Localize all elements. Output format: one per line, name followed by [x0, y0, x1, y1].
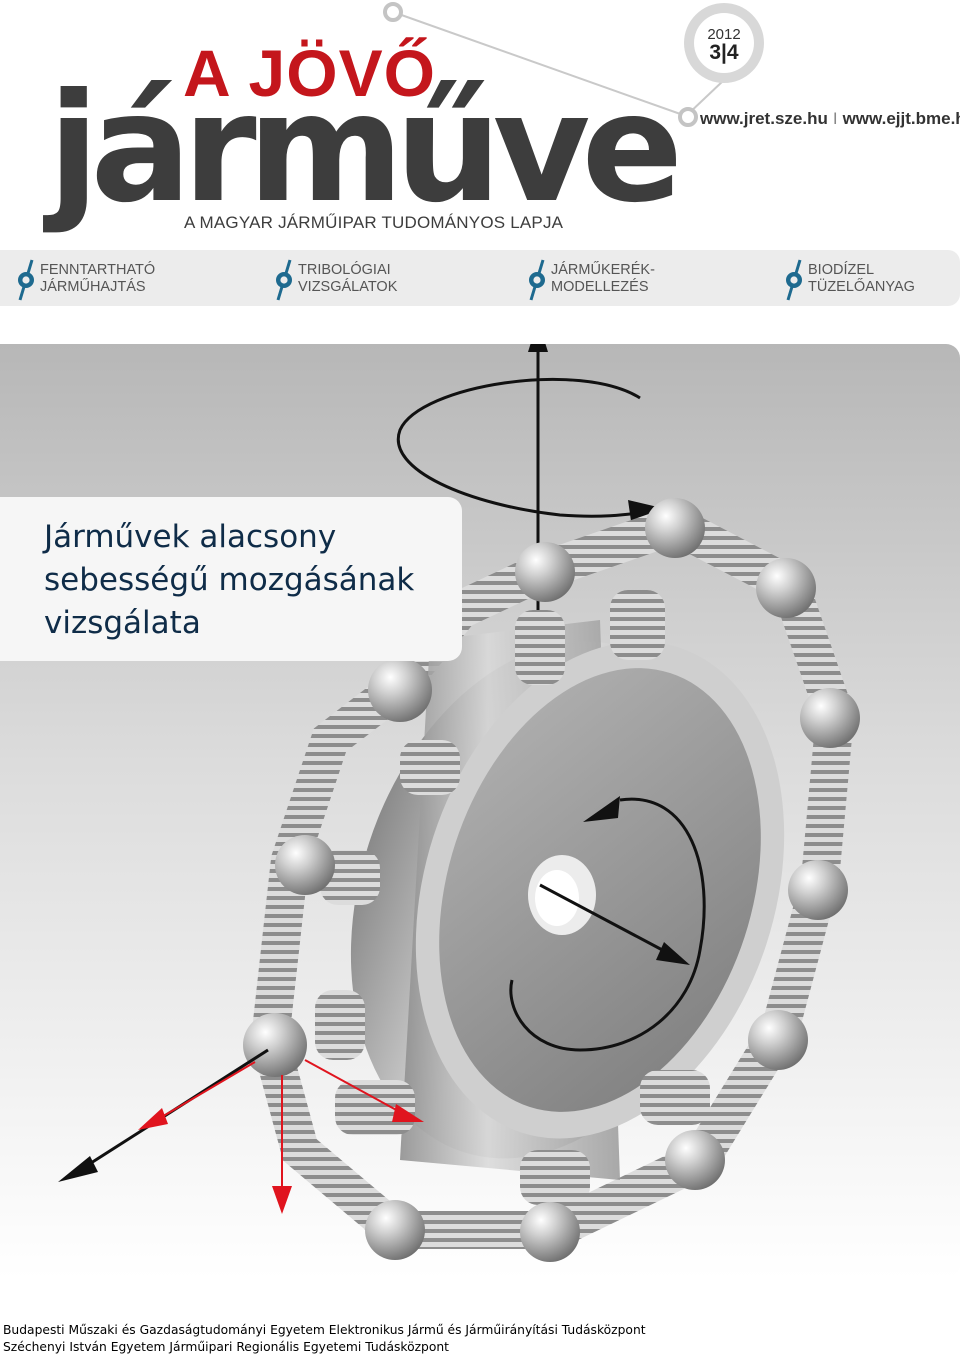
website-link-ejjt[interactable]: www.ejjt.bme.hu — [842, 109, 960, 128]
masthead-subtitle: A MAGYAR JÁRMŰIPAR TUDOMÁNYOS LAPJA — [184, 213, 564, 232]
topic-label-line2: MODELLEZÉS — [551, 279, 649, 295]
topic-label-line1: TRIBOLÓGIAI — [298, 262, 391, 278]
arrowhead-icon — [272, 1186, 292, 1214]
arrowhead-icon — [583, 796, 620, 822]
arrowhead-icon — [58, 1156, 98, 1182]
masthead-title: A JÖVŐ — [183, 36, 436, 110]
topic-label-line2: TÜZELŐANYAG — [808, 279, 915, 295]
wheel-spring-model — [0, 344, 960, 1279]
topic-label-line2: VIZSGÁLATOK — [298, 279, 398, 295]
rotation-arrow — [509, 797, 706, 1052]
headline-panel — [0, 497, 462, 661]
circle-slash-icon — [18, 259, 34, 301]
headline-line3: vizsgálata — [44, 605, 201, 641]
rotation-arrow — [396, 377, 646, 518]
headline-line1: Járművek alacsony — [44, 519, 337, 555]
cover-headline: Járművek alacsony sebességű mozgásának v… — [44, 516, 414, 645]
spring-ring — [250, 504, 855, 1249]
topic-label-line2: JÁRMŰHAJTÁS — [40, 279, 146, 295]
coordinate-axes — [58, 1048, 424, 1214]
topic-label-line1: FENNTARTHATÓ — [40, 262, 156, 278]
topic-label-line1: BIODÍZEL — [808, 262, 875, 278]
circle-slash-icon — [276, 259, 292, 301]
footer-line1: Budapesti Műszaki és Gazdaságtudományi E… — [3, 1323, 646, 1337]
arrowhead-icon — [528, 344, 548, 352]
issue-badge: 2012 3|4 — [684, 3, 764, 83]
arrowhead-icon — [138, 1108, 168, 1130]
publisher-footer: Budapesti Műszaki és Gazdaságtudományi E… — [3, 1322, 646, 1356]
topic-label-line1: JÁRMŰKERÉK- — [551, 262, 655, 278]
issue-number: 3|4 — [709, 41, 739, 64]
footer-line2: Széchenyi István Egyetem Járműipari Regi… — [3, 1340, 449, 1354]
connector-dot — [383, 2, 403, 22]
connector-dot — [678, 107, 698, 127]
node-balls — [243, 498, 860, 1262]
url-separator: I — [832, 109, 838, 128]
masthead-logo-text: járműve — [48, 62, 683, 236]
arrowhead-icon — [392, 1104, 424, 1122]
website-link-jret[interactable]: www.jret.sze.hu — [700, 109, 828, 128]
arrowhead-icon — [656, 942, 690, 965]
cover-illustration — [0, 344, 960, 1279]
issue-year: 2012 — [707, 26, 741, 43]
radial-springs — [315, 590, 710, 1205]
headline-line2: sebességű mozgásának — [44, 562, 415, 598]
radius-vector — [539, 883, 669, 955]
connector-lines — [383, 2, 725, 127]
circle-slash-icon — [786, 259, 802, 301]
circle-slash-icon — [529, 259, 545, 301]
